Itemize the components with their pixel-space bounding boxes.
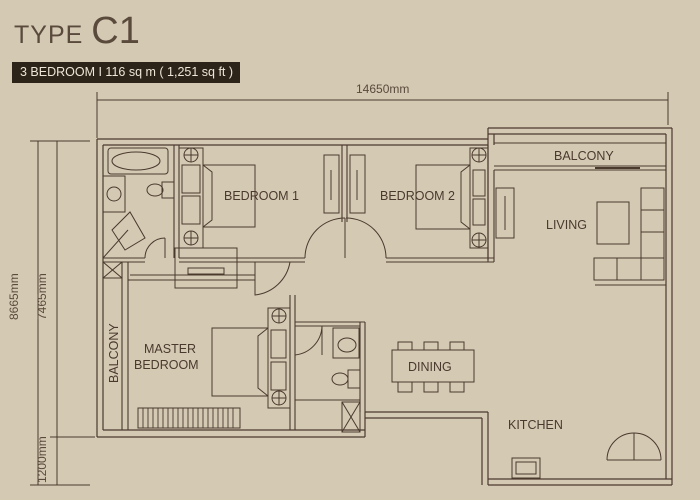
bathroom-1-fixtures <box>102 147 175 259</box>
width-dimension-label: 14650mm <box>356 82 409 96</box>
room-label-living: LIVING <box>546 218 587 232</box>
exterior-walls <box>96 127 673 486</box>
master-bath-fixtures <box>331 327 361 433</box>
room-label-dining: DINING <box>408 360 452 374</box>
room-label-kitchen: KITCHEN <box>508 418 563 432</box>
room-label-master-line2: BEDROOM <box>134 358 199 372</box>
kitchen-fixtures <box>511 457 541 479</box>
height-balcony-label: 1200mm <box>35 436 49 483</box>
type-code: C1 <box>91 10 140 52</box>
living-furniture <box>593 187 665 281</box>
plan-title: TYPE C1 <box>14 10 140 53</box>
room-label-balcony-side: BALCONY <box>107 323 121 383</box>
room-label-bedroom-1: BEDROOM 1 <box>224 189 299 203</box>
doors <box>144 217 662 461</box>
balcony-top <box>494 142 666 171</box>
dimension-width-line <box>96 92 669 138</box>
master-bedroom-furniture <box>102 261 291 429</box>
height-inner-label: 7465mm <box>35 273 49 320</box>
dimension-height-lines <box>30 140 95 486</box>
room-label-master-line1: MASTER <box>144 342 196 356</box>
bedroom-1-furniture <box>174 147 366 289</box>
room-label-balcony-top: BALCONY <box>554 149 614 163</box>
unit-summary-badge: 3 BEDROOM I 116 sq m ( 1,251 sq ft ) <box>12 62 240 83</box>
room-label-bedroom-2: BEDROOM 2 <box>380 189 455 203</box>
dining-set <box>391 341 475 393</box>
type-prefix: TYPE <box>14 21 84 49</box>
bedroom-2-furniture <box>415 147 515 249</box>
height-total-label: 8665mm <box>7 273 21 320</box>
